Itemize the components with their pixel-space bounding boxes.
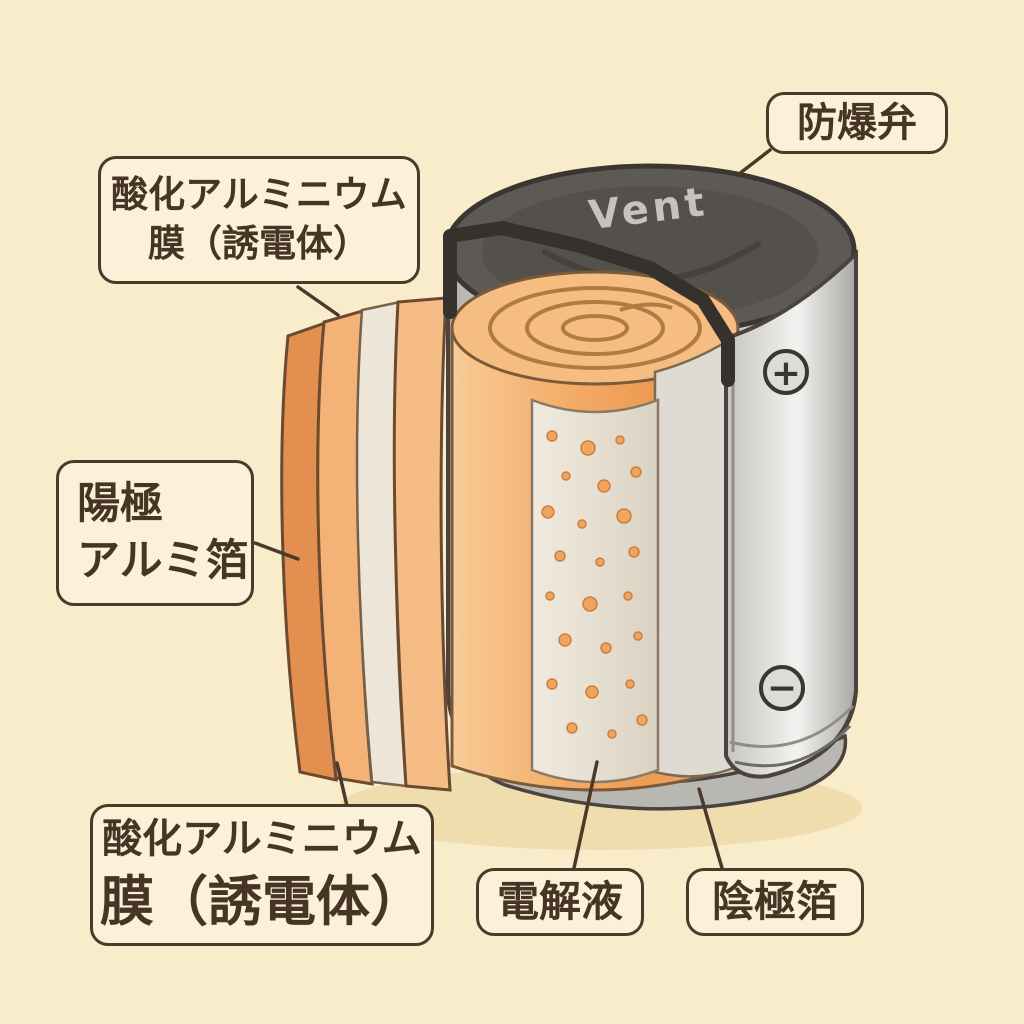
callout-vent-valve: 防爆弁	[766, 92, 948, 154]
anode-foil-line2: アルミ箔	[77, 536, 249, 586]
minus-terminal-circle	[759, 665, 805, 711]
roll-spiral	[488, 286, 702, 370]
leader-oxide-top	[296, 285, 340, 317]
electrolyte-label: 電解液	[496, 877, 623, 927]
callout-cathode-foil: 陰極箔	[686, 868, 864, 936]
oxide-film-bottom-line1: 酸化アルミニウム	[102, 815, 422, 862]
leader-electrolyte	[572, 760, 599, 870]
foil-sheet-4-oxide	[392, 296, 452, 792]
cut-rim	[443, 221, 735, 387]
leader-lines	[253, 148, 772, 870]
callout-oxide-film-bottom: 酸化アルミニウム 膜（誘電体）	[90, 804, 434, 946]
electrolyte-bubbles	[541, 430, 648, 739]
plus-terminal-circle	[763, 349, 809, 395]
can-crimp-arc-2	[734, 724, 852, 768]
leader-cathode	[697, 787, 724, 870]
oxide-film-bottom-line2: 膜（誘電体）	[100, 869, 424, 933]
leader-anode	[253, 541, 300, 561]
plus-terminal-icon: +	[771, 353, 801, 394]
callout-oxide-film-top: 酸化アルミニウム 膜（誘電体）	[98, 156, 420, 284]
oxide-film-top-line2: 膜（誘電体）	[148, 222, 370, 265]
oxide-film-top-line1: 酸化アルミニウム	[111, 173, 407, 217]
leader-oxide-bottom	[335, 761, 349, 808]
callout-anode-foil: 陽極 アルミ箔	[56, 460, 254, 606]
minus-terminal-icon: −	[767, 668, 797, 709]
vent-valve-label: 防爆弁	[797, 99, 917, 146]
can-crimp-arc-1	[729, 704, 855, 748]
can-front-wall	[724, 249, 858, 779]
anode-foil-line1: 陽極	[77, 479, 163, 530]
cathode-foil-label: 陰極箔	[711, 877, 838, 927]
callout-electrolyte: 電解液	[476, 868, 644, 936]
leader-vent-valve	[737, 148, 772, 176]
